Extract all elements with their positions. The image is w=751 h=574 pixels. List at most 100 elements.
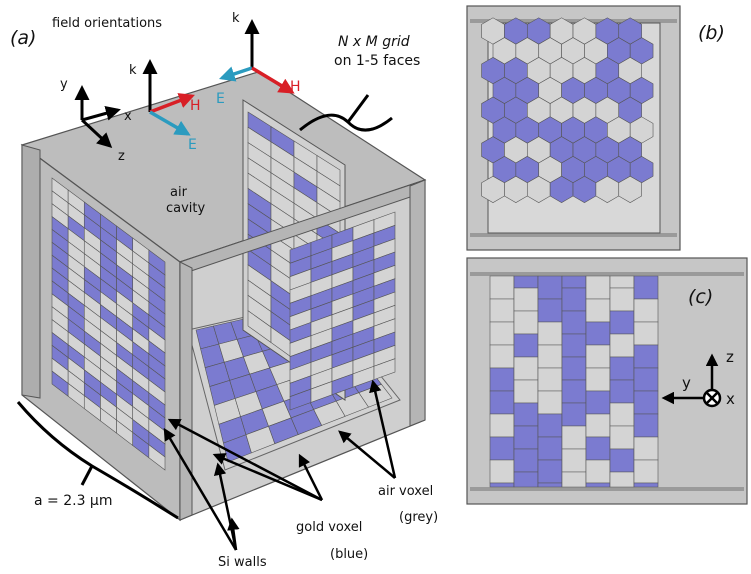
gold-voxel xyxy=(489,482,515,488)
c-axis-z-label: z xyxy=(726,348,734,366)
gold-voxel xyxy=(609,356,635,381)
gold-voxel xyxy=(537,413,563,438)
gold-voxel xyxy=(609,448,635,473)
right-wall-voxel-grid xyxy=(289,211,396,411)
air-voxel xyxy=(633,436,659,461)
air-voxel xyxy=(585,275,611,300)
air-voxel xyxy=(537,367,563,392)
gold-voxel xyxy=(633,413,659,438)
k-label-1: k xyxy=(129,63,137,78)
bracket-tick xyxy=(80,465,94,486)
gold-voxel xyxy=(609,310,635,335)
axis-z-label: z xyxy=(118,149,125,164)
gold-voxel xyxy=(609,379,635,404)
gold-voxel xyxy=(585,390,611,415)
left-wall-voxel-grid xyxy=(51,177,166,471)
air-voxel xyxy=(633,321,659,346)
air-voxel xyxy=(633,298,659,323)
air-voxel xyxy=(513,310,539,335)
gold-voxel xyxy=(537,482,563,488)
gold-voxel xyxy=(513,333,539,358)
air-voxel xyxy=(609,333,635,358)
gold-voxel xyxy=(537,436,563,461)
panel-label-c: (c) xyxy=(688,286,713,308)
c-axis-y-label: y xyxy=(682,374,691,392)
gold-voxel xyxy=(561,287,587,312)
grid-label-line2: on 1-5 faces xyxy=(334,53,420,69)
air-voxel xyxy=(537,390,563,415)
air-voxel xyxy=(633,459,659,484)
si-wall-frame-left xyxy=(179,261,193,521)
gold-voxel xyxy=(513,425,539,450)
air-voxel xyxy=(561,471,587,488)
air-voxel xyxy=(609,275,635,289)
air-cavity-label-1: air xyxy=(170,185,188,200)
gold-voxel-label: gold voxel xyxy=(296,520,362,535)
gold-voxel xyxy=(585,482,611,488)
air-voxel xyxy=(489,459,515,484)
gold-voxel xyxy=(537,459,563,484)
gold-voxel xyxy=(561,379,587,404)
air-voxel xyxy=(489,298,515,323)
air-voxel xyxy=(489,344,515,369)
gold-voxel xyxy=(537,298,563,323)
air-voxel xyxy=(513,287,539,312)
gold-voxel xyxy=(561,310,587,335)
air-voxel xyxy=(609,471,635,488)
gold-voxel xyxy=(489,390,515,415)
gold-voxel xyxy=(561,356,587,381)
air-voxel xyxy=(585,459,611,484)
coordinate-axes-icon xyxy=(74,85,121,149)
gold-voxel xyxy=(633,367,659,392)
gold-voxel xyxy=(633,344,659,369)
air-voxel xyxy=(585,344,611,369)
gold-voxel xyxy=(489,367,515,392)
panel-label-a: (a) xyxy=(10,27,36,49)
size-label: a = 2.3 µm xyxy=(34,493,112,509)
blue-label: (blue) xyxy=(330,547,368,562)
air-voxel xyxy=(373,358,396,381)
gold-voxel xyxy=(585,436,611,461)
air-voxel xyxy=(609,402,635,427)
gold-voxel xyxy=(633,482,659,488)
air-voxel xyxy=(489,413,515,438)
gold-voxel xyxy=(561,333,587,358)
axis-y-label: y xyxy=(60,77,68,92)
air-voxel xyxy=(561,425,587,450)
cube-structure xyxy=(20,71,427,522)
gold-voxel xyxy=(513,402,539,427)
pointer-arrow-icon xyxy=(163,379,397,551)
air-voxel xyxy=(585,367,611,392)
air-voxel-label: air voxel xyxy=(378,484,433,499)
panel-label-b: (b) xyxy=(698,22,725,44)
air-voxel xyxy=(489,321,515,346)
gold-voxel xyxy=(585,321,611,346)
panel-b xyxy=(466,5,681,251)
air-voxel xyxy=(537,321,563,346)
E-label-1: E xyxy=(188,137,197,153)
air-voxel xyxy=(148,444,166,471)
air-voxel xyxy=(513,379,539,404)
gold-voxel xyxy=(633,275,659,300)
hexagonal-voxel-grid xyxy=(481,17,654,203)
H-label-1: H xyxy=(190,98,201,114)
air-voxel xyxy=(618,175,642,203)
gold-voxel xyxy=(513,275,539,289)
k-label-2: k xyxy=(232,11,240,26)
c-axis-x-label: x xyxy=(726,390,735,408)
si-wall-left-rim xyxy=(21,144,41,399)
air-voxel xyxy=(609,425,635,450)
panel-c-axes-icon xyxy=(661,353,722,408)
H-label-2: H xyxy=(290,79,301,95)
grid-label-line1: N x M grid xyxy=(338,34,410,50)
field-arrow-icon xyxy=(142,59,195,136)
field-orientations-label: field orientations xyxy=(52,16,162,31)
grid-bracket-icon xyxy=(299,94,393,132)
gold-voxel xyxy=(633,390,659,415)
panel-c xyxy=(466,257,748,505)
si-walls-label: Si walls xyxy=(218,555,267,570)
field-arrow-icon xyxy=(219,19,295,94)
air-voxel xyxy=(489,275,515,300)
si-wall-frame-right xyxy=(409,179,426,427)
gold-voxel xyxy=(537,275,563,300)
